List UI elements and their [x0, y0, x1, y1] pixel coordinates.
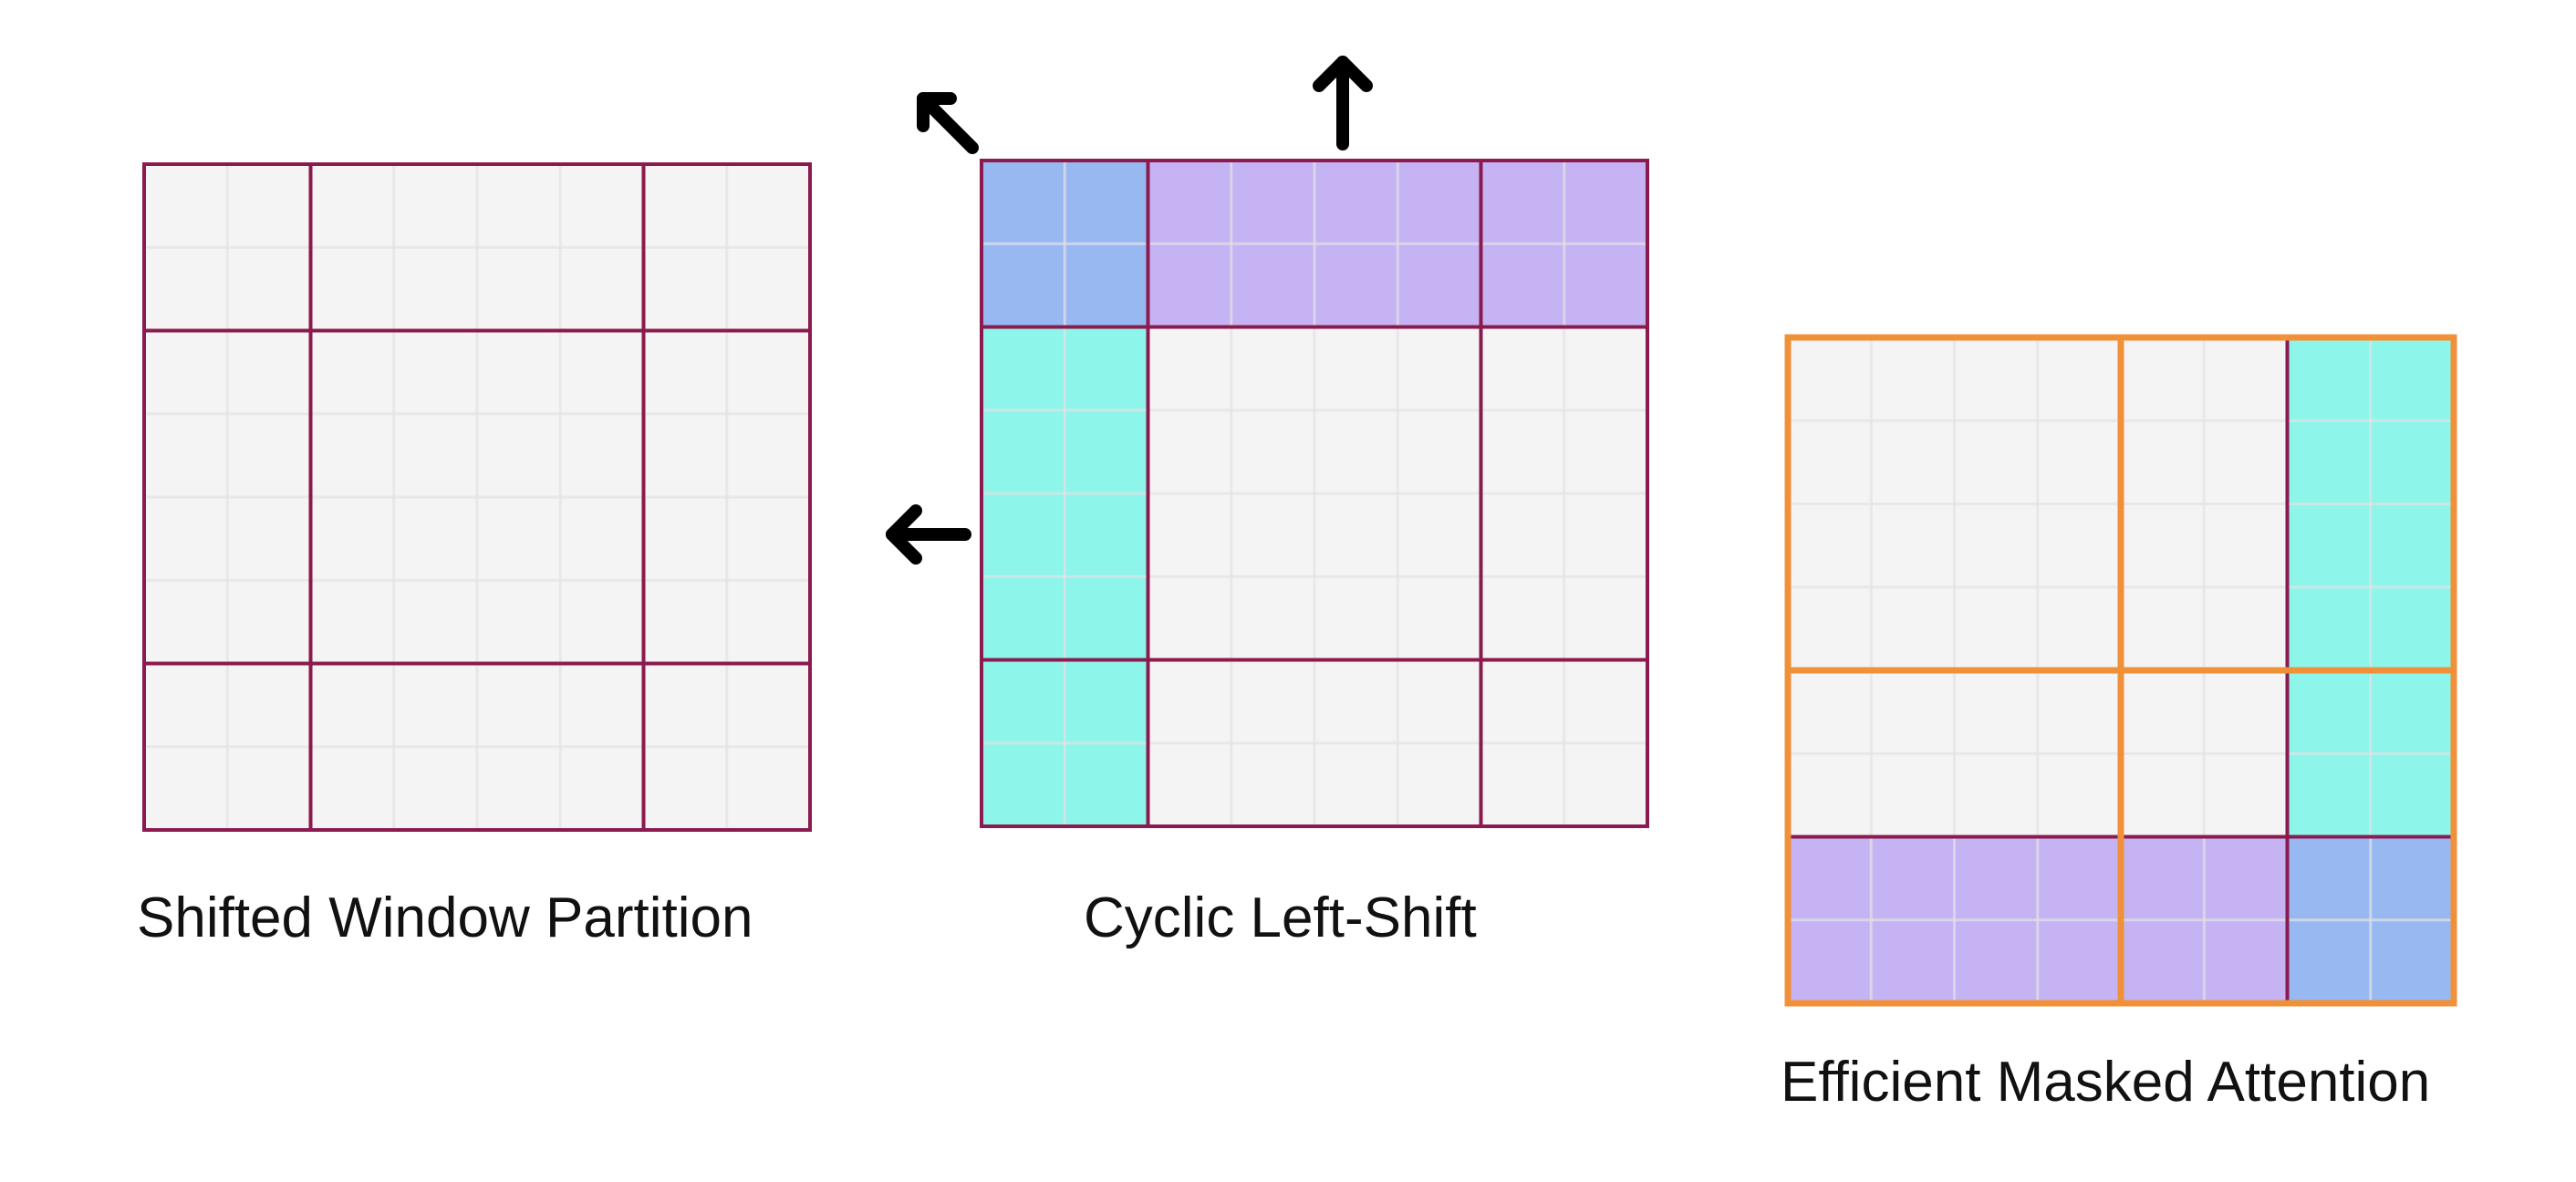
- shift-caption: Cyclic Left-Shift: [1084, 886, 1477, 949]
- arrow-left-icon: [886, 504, 971, 565]
- partition-grid: [142, 162, 812, 832]
- arrow-up-left-icon: [917, 92, 979, 154]
- arrow-up-icon: [1313, 56, 1373, 150]
- cyclic-shift-grid: [980, 159, 1649, 828]
- partition-caption: Shifted Window Partition: [137, 886, 753, 949]
- masked-attention-grid: [1784, 334, 2457, 1007]
- grid-outline: [980, 159, 1649, 828]
- masked-caption: Efficient Masked Attention: [1781, 1051, 2431, 1114]
- attention-window-outline: [1784, 334, 2457, 1007]
- grid-outline: [142, 162, 812, 832]
